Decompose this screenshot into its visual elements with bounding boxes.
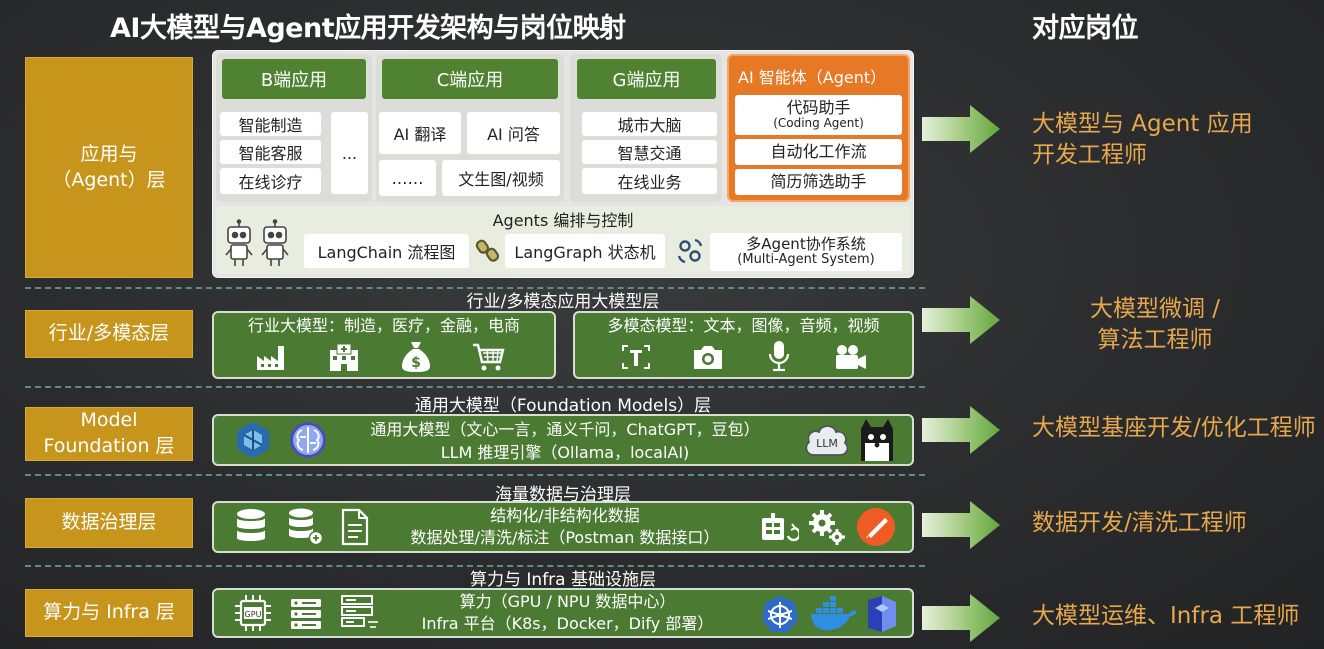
agent-header: AI 智能体（Agent） [738,68,887,87]
b-app-item: 在线诊疗 [220,168,321,194]
llm-cloud-icon: LLM [802,418,852,462]
model-logo-icon [232,419,274,461]
server-cluster-icon [338,592,382,634]
role-line: 算法工程师 [1097,327,1213,354]
role-finetune-algorithm: 大模型微调 / 算法工程师 [1060,294,1250,356]
dify-logo-icon [864,593,900,635]
orchestration-title: Agents 编排与控制 [492,211,634,230]
agent-item-sublabel: (Coding Agent) [773,116,864,131]
shopping-cart-icon [470,340,506,374]
ollama-logo-icon [855,416,899,462]
infra-layer-title: 算力与 Infra 基础设施层 [470,570,656,590]
inference-engine-line: LLM 推理引擎（Ollama，localAI) [440,443,690,462]
agent-item-workflow: 自动化工作流 [735,139,902,165]
c-app-header: C端应用 [380,57,560,101]
g-app-item: 城市大脑 [582,112,717,136]
link-icon [474,236,502,266]
infra-box [212,588,914,638]
arrow-right-icon [922,592,1002,648]
role-foundation-developer: 大模型基座开发/优化工程师 [1032,415,1316,441]
agent-item-coding: 代码助手 (Coding Agent) [735,95,902,135]
g-app-header: G端应用 [575,57,718,101]
infra-text: 算力（GPU / NPU 数据中心） Infra 平台（K8s，Docker，D… [395,591,740,635]
foundation-models-line: 通用大模型（文心一言，通义千问，ChatGPT，豆包） [370,420,760,439]
separator [25,565,925,567]
langchain-box: LangChain 流程图 [304,234,469,268]
model-layer-title: 通用大模型（Foundation Models）层 [414,396,712,416]
text-icon [619,340,653,374]
layer-label-data: 数据治理层 [25,498,193,548]
role-line: 大模型微调 / [1089,296,1221,322]
factory-icon [254,340,288,374]
multi-agent-label: 多Agent协作系统 [746,234,866,253]
layer-label-industry: 行业/多模态层 [25,310,193,358]
b-app-item: 智能制造 [220,112,321,136]
data-governance-text: 结构化/非结构化数据 数据处理/清洗/标注（Postman 数据接口） [380,505,750,549]
gpu-label: GPU [245,610,262,619]
langgraph-box: LangGraph 状态机 [505,234,665,268]
svg-text:$: $ [411,355,421,371]
industry-layer-title: 行业/多模态应用大模型层 [466,292,660,312]
c-app-item: …… [379,160,436,196]
gpu-chip-icon: GPU [232,592,274,634]
data-governance-box [212,501,914,553]
camera-icon [690,340,726,374]
database-icon [232,505,270,549]
arrow-right-icon [922,499,1002,555]
video-camera-icon [832,340,870,374]
data-line-2: 数据处理/清洗/标注（Postman 数据接口） [410,528,720,547]
hospital-icon [326,340,362,374]
arrow-right-icon [922,103,1002,159]
kubernetes-logo-icon [759,593,801,635]
separator [25,386,925,388]
arrow-right-icon [922,404,1002,460]
c-app-item: AI 问答 [467,112,560,154]
roles-header: 对应岗位 [1032,13,1139,44]
data-line-1: 结构化/非结构化数据 [490,506,640,525]
diagram-title: AI大模型与Agent应用开发架构与岗位映射 [110,13,626,44]
b-app-more: ... [331,112,368,194]
agent-item-resume: 简历筛选助手 [735,169,902,195]
multi-agent-box: 多Agent协作系统 (Multi-Agent System) [710,233,902,271]
server-icon [287,594,325,634]
layer-label-infra: 算力与 Infra 层 [25,589,193,637]
role-line: 开发工程师 [1032,142,1147,169]
agent-item-label: 代码助手 [786,97,851,117]
role-agent-developer: 大模型与 Agent 应用 开发工程师 [1032,109,1253,171]
infra-line-1: 算力（GPU / NPU 数据中心） [459,592,676,611]
microphone-icon [763,338,795,374]
b-app-item: 智能客服 [220,140,321,164]
postman-logo-icon [855,506,897,548]
data-processing-icon [758,508,800,548]
gears-icon [806,506,848,548]
industry-model-text: 行业大模型：制造，医疗，金融，电商 [247,316,520,335]
data-layer-title: 海量数据与治理层 [495,485,631,505]
multi-agent-sublabel: (Multi-Agent System) [737,252,875,268]
database-add-icon [285,505,325,549]
c-app-item: 文生图/视频 [442,160,560,196]
foundation-models-text: 通用大模型（文心一言，通义千问，ChatGPT，豆包） LLM 推理引擎（Oll… [330,418,800,464]
brain-logo-icon [287,419,329,461]
multimodal-model-text: 多模态模型：文本，图像，音频，视频 [607,316,880,335]
document-icon [338,505,372,549]
money-bag-icon: $ [398,338,434,374]
separator [25,474,925,476]
c-app-item: AI 翻译 [379,112,461,154]
docker-logo-icon [807,594,859,634]
g-app-item: 在线业务 [582,168,717,194]
llm-badge-text: LLM [816,437,838,450]
role-line: 大模型与 Agent 应用 [1032,111,1253,137]
infra-line-2: Infra 平台（K8s，Docker，Dify 部署） [421,614,714,633]
robots-icon [222,219,296,269]
foundation-model-box [212,414,914,466]
layer-label-model: Model Foundation 层 [25,407,193,461]
arrow-right-icon [922,294,1002,350]
layer-label-app: 应用与 （Agent）层 [25,57,193,278]
role-data-engineer: 数据开发/清洗工程师 [1032,510,1247,536]
b-app-header: B端应用 [220,57,368,101]
role-infra-engineer: 大模型运维、Infra 工程师 [1032,603,1300,629]
separator [25,287,925,289]
sync-gears-icon [674,234,706,268]
g-app-item: 智慧交通 [582,140,717,164]
